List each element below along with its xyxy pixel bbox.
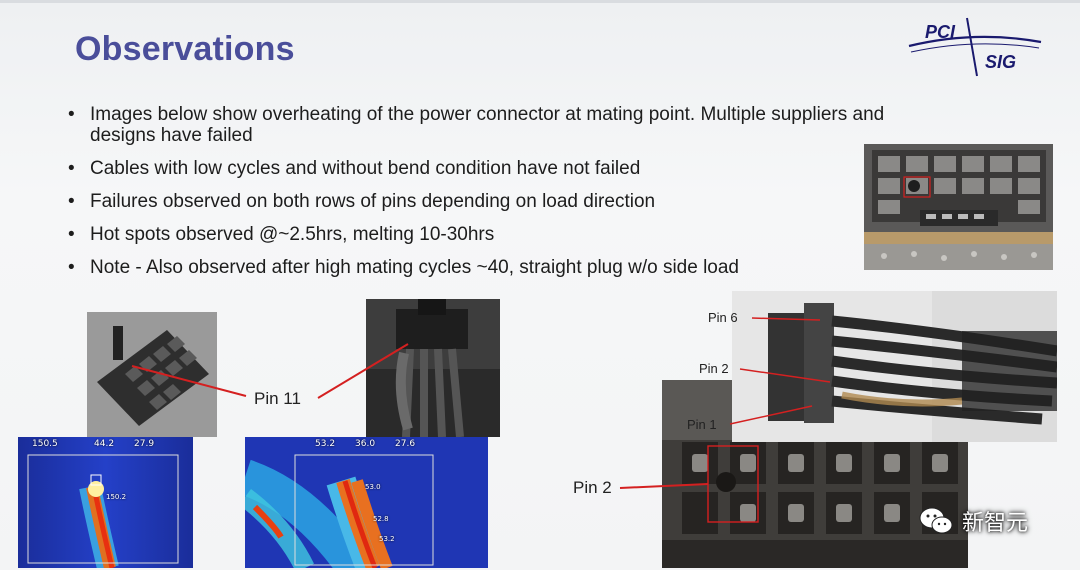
- bullet-item: Cables with low cycles and without bend …: [68, 158, 948, 179]
- watermark-text: 新智元: [962, 511, 1029, 536]
- slide-title: Observations: [75, 30, 295, 68]
- thermal-spot: 150.2: [106, 493, 127, 501]
- thermal-readout: 53.2: [315, 439, 336, 449]
- connector-photo-middle: [366, 299, 500, 437]
- label-pin-1: Pin 1: [687, 417, 717, 432]
- thermal-spot: 52.8: [373, 515, 389, 523]
- wechat-icon: [919, 507, 953, 534]
- thermal-readout: 44.2: [94, 439, 115, 449]
- watermark: 新智元: [918, 505, 1028, 537]
- bullet-list: Images below show overheating of the pow…: [68, 104, 948, 290]
- thermal-readout: 150.5: [32, 439, 58, 449]
- thermal-readout: 27.9: [134, 439, 155, 449]
- cable-connector-photo: [732, 291, 1057, 442]
- connector-photo-left: [87, 312, 217, 437]
- label-pin-11: Pin 11: [254, 389, 301, 408]
- label-pin-2-photo: Pin 2: [699, 361, 729, 376]
- label-pin-2-left: Pin 2: [573, 478, 612, 497]
- logo-pci-text: PCI: [925, 22, 956, 42]
- bullet-item: Images below show overheating of the pow…: [68, 104, 948, 146]
- pci-sig-logo: PCI SIG: [908, 17, 1042, 77]
- thermal-readout: 27.6: [395, 439, 416, 449]
- bullet-item: Hot spots observed @~2.5hrs, melting 10-…: [68, 224, 948, 245]
- connector-closeup-photo: [864, 144, 1053, 270]
- bullet-item: Note - Also observed after high mating c…: [68, 257, 948, 278]
- thermal-spot: 53.2: [379, 535, 395, 543]
- top-border: [0, 0, 1080, 3]
- logo-sig-text: SIG: [985, 52, 1016, 72]
- bullet-item: Failures observed on both rows of pins d…: [68, 191, 948, 212]
- thermal-spot: 53.0: [365, 483, 381, 491]
- thermal-image-left: 150.5 44.2 27.9 150.2: [18, 437, 193, 568]
- label-pin-6: Pin 6: [708, 310, 738, 325]
- thermal-image-right: 53.2 36.0 27.6 53.0 52.8 53.2: [245, 437, 488, 568]
- thermal-readout: 36.0: [355, 439, 376, 449]
